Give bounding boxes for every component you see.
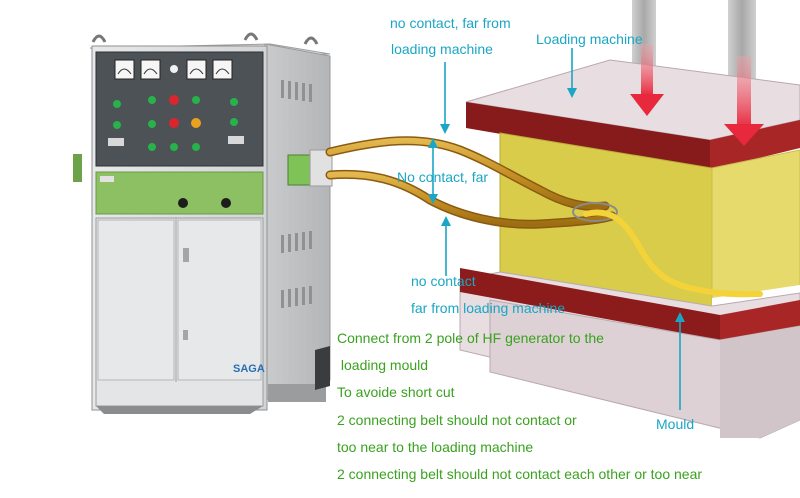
loading-machine-label: Loading machine (536, 31, 643, 47)
hf-generator-cabinet (73, 32, 333, 414)
note-line-3: To avoide short cut (337, 384, 455, 400)
mould-label: Mould (656, 416, 695, 432)
press-arrows (630, 44, 764, 146)
panel-meters (114, 59, 233, 80)
note-line-4: 2 connecting belt should not contact or (337, 412, 577, 428)
top-gap-label-line2: loading machine (391, 41, 493, 57)
connecting-belts (325, 136, 763, 298)
note-line-5: too near to the loading machine (337, 439, 534, 455)
bottom-gap-label-line1: no contact (411, 273, 476, 289)
top-gap-label-line1: no contact, far from (390, 15, 511, 31)
panel-buttons (108, 95, 244, 151)
loading-machine (459, 0, 800, 439)
note-line-2: loading mould (337, 357, 429, 373)
note-line-1: Connect from 2 pole of HF generator to t… (337, 330, 604, 346)
brand-logo: SAGA (233, 363, 265, 375)
bottom-gap-label-line2: far from loading machine (411, 300, 566, 316)
gap-indicator-arrows (428, 48, 685, 410)
middle-gap-label: No contact, far (397, 169, 489, 185)
note-line-6: 2 connecting belt should not contact eac… (337, 466, 703, 482)
